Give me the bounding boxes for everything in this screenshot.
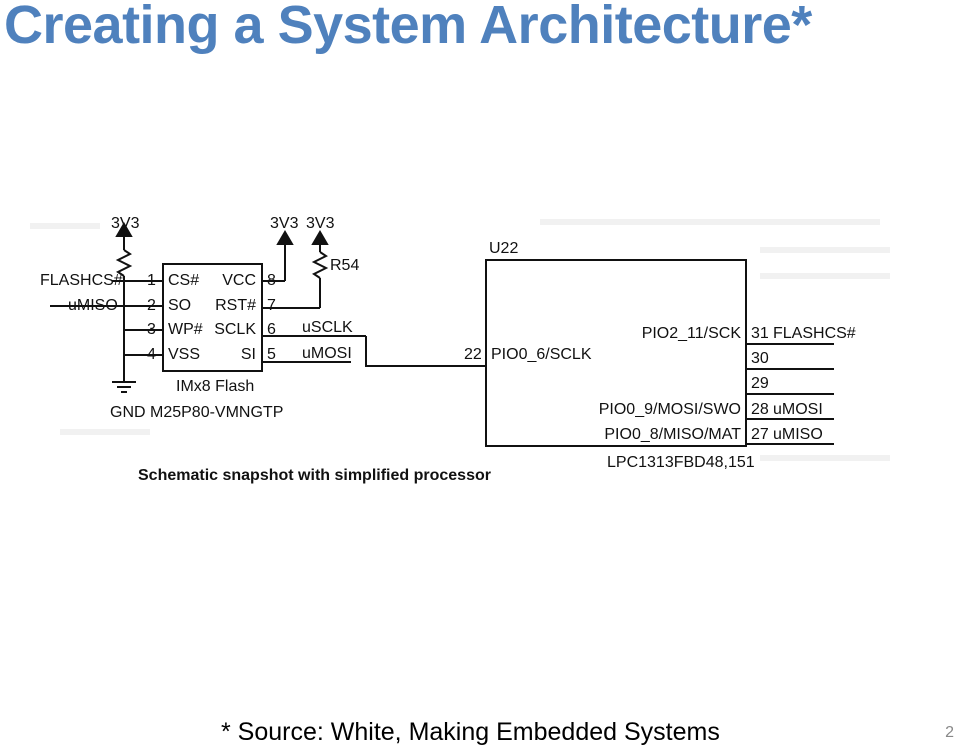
power-arrow-vcc [276, 230, 294, 245]
flash-pin-name-si: SI [241, 346, 256, 363]
wire-sclk-to-processor [365, 336, 486, 367]
processor-pin-name-27: PIO0_8/MISO/MAT [604, 426, 741, 443]
processor-pin-num-27: 27 [751, 426, 769, 443]
net-label-pin31: FLASHCS# [773, 325, 856, 342]
flash-pin-num-8: 8 [267, 272, 276, 289]
flash-pin-name-vcc: VCC [222, 272, 256, 289]
slide-title: Creating a System Architecture* [4, 0, 812, 55]
power-label-left: 3V3 [111, 215, 140, 232]
net-label-flashcs: FLASHCS# [40, 272, 123, 289]
power-label-r54: 3V3 [306, 215, 335, 232]
processor-pin-num-22: 22 [464, 346, 482, 363]
net-label-umosi: uMOSI [302, 345, 352, 362]
net-label-pin27: uMISO [773, 426, 823, 443]
source-citation: * Source: White, Making Embedded Systems [221, 718, 720, 746]
processor-pin-num-28: 28 [751, 401, 769, 418]
schematic-caption: Schematic snapshot with simplified proce… [138, 467, 491, 484]
ground-symbol [112, 381, 136, 393]
flash-pin-num-3: 3 [147, 321, 156, 338]
page-number: 2 [945, 724, 954, 741]
flash-pin-name-wp: WP# [168, 321, 203, 338]
processor-pin-name-31: PIO2_11/SCK [642, 325, 742, 342]
power-arrow-left [115, 222, 133, 237]
processor-part-number: LPC1313FBD48,151 [607, 454, 755, 471]
background-noise [30, 219, 890, 461]
flash-pin-num-1: 1 [147, 272, 156, 289]
flash-pin-num-2: 2 [147, 297, 156, 314]
processor-pin-name-22: PIO0_6/SCLK [491, 346, 592, 363]
flash-pin-name-cs: CS# [168, 272, 199, 289]
flash-chip-name: IMx8 Flash [176, 378, 254, 395]
flash-pin-num-6: 6 [267, 321, 276, 338]
processor-pin-num-30: 30 [751, 350, 769, 367]
flash-pin-name-sclk: SCLK [214, 321, 256, 338]
processor-pin-name-28: PIO0_9/MOSI/SWO [599, 401, 741, 418]
flash-pin-name-vss: VSS [168, 346, 200, 363]
processor-pin-num-29: 29 [751, 375, 769, 392]
net-label-umiso: uMISO [68, 297, 118, 314]
net-label-usclk: uSCLK [302, 319, 353, 336]
power-label-vcc: 3V3 [270, 215, 299, 232]
flash-pin-num-4: 4 [147, 346, 156, 363]
flash-pin-num-7: 7 [267, 297, 276, 314]
resistor-label: R54 [330, 257, 359, 274]
processor-pin-num-31: 31 [751, 325, 769, 342]
processor-ref: U22 [489, 240, 518, 257]
net-label-pin28: uMOSI [773, 401, 823, 418]
resistor-r54 [311, 244, 329, 308]
power-arrow-r54 [311, 230, 329, 245]
flash-part-number: M25P80-VMNGTP [150, 404, 283, 421]
flash-chip-box [162, 263, 263, 372]
flash-pin-name-rst: RST# [215, 297, 256, 314]
flash-pin-name-so: SO [168, 297, 191, 314]
flash-pin-num-5: 5 [267, 346, 276, 363]
processor-box [485, 259, 747, 447]
gnd-label: GND [110, 404, 146, 421]
